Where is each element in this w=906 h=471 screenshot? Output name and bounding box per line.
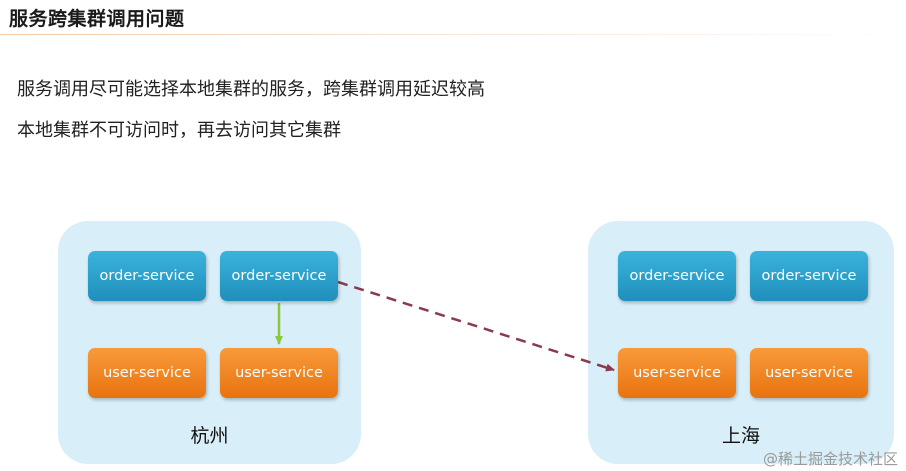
sh-user-service-1: user-service: [618, 348, 736, 398]
cluster-label-hangzhou: 杭州: [190, 425, 229, 447]
hz-user-service-1: user-service: [88, 348, 206, 398]
watermark: @稀土掘金技术社区: [762, 450, 898, 468]
hz-order-service-2: order-service: [220, 251, 338, 301]
title-divider: [0, 34, 906, 35]
hz-user-service-2: user-service: [220, 348, 338, 398]
sh-order-service-1: order-service: [618, 251, 736, 301]
sh-order-service-2: order-service: [750, 251, 868, 301]
cluster-label-shanghai: 上海: [721, 425, 760, 447]
cross-cluster-call-arrow: [337, 280, 615, 372]
slide-title: 服务跨集群调用问题: [9, 8, 185, 30]
sh-user-service-2: user-service: [750, 348, 868, 398]
hz-order-service-1: order-service: [88, 251, 206, 301]
bullet-text-2: 本地集群不可访问时，再去访问其它集群: [17, 120, 341, 141]
bullet-text-1: 服务调用尽可能选择本地集群的服务，跨集群调用延迟较高: [17, 79, 485, 100]
